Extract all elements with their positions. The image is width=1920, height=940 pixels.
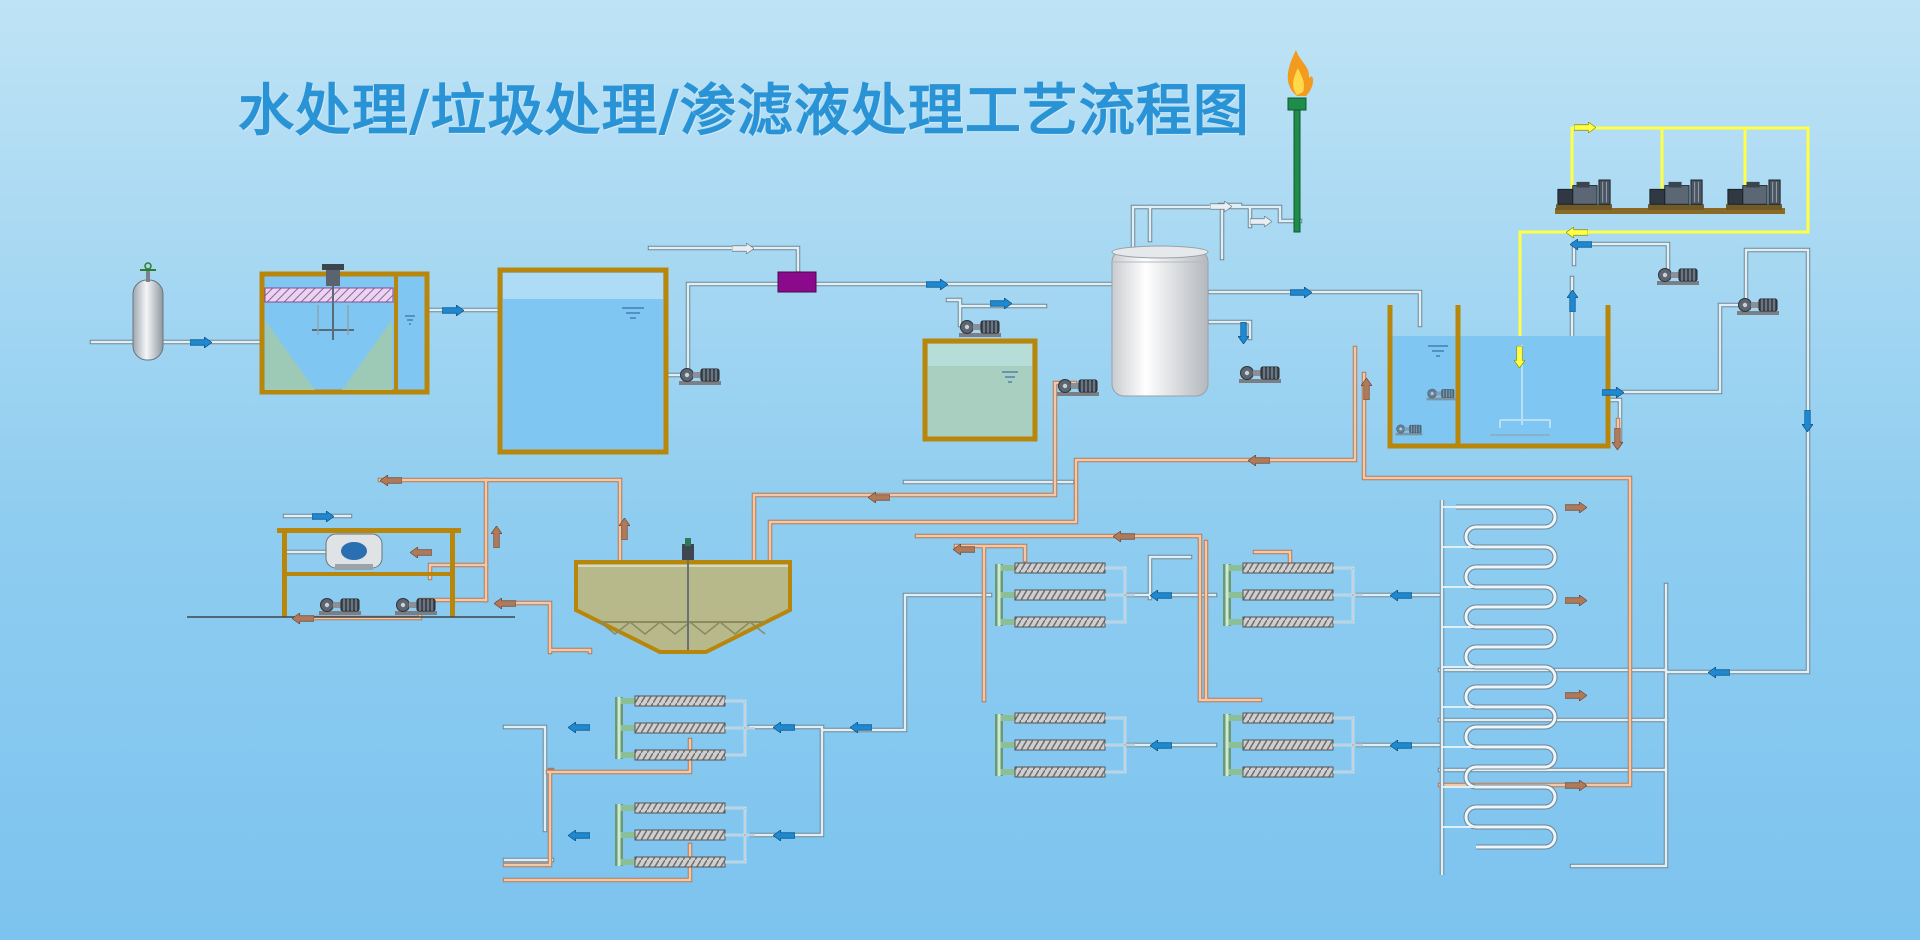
pump-icon xyxy=(1656,268,1700,286)
pump-icon xyxy=(1238,366,1282,384)
primary-tank xyxy=(259,264,430,395)
generator-set xyxy=(1555,179,1785,214)
pump-icon xyxy=(394,598,438,616)
anaerobic-reactor xyxy=(1111,245,1209,397)
membrane-module-icon xyxy=(1227,552,1363,638)
membrane-module-icon xyxy=(999,552,1135,638)
dosing-unit xyxy=(777,271,817,293)
flare-torch-icon xyxy=(1287,50,1314,233)
intermediate-tank xyxy=(922,338,1038,442)
diagram-title: 水处理/垃圾处理/渗滤液处理工艺流程图 xyxy=(238,78,1250,144)
equalization-tank xyxy=(497,267,669,455)
pump-icon xyxy=(1056,379,1100,397)
dewatering-platform xyxy=(187,528,515,618)
pump-icon xyxy=(958,320,1002,338)
mixer-icon xyxy=(312,264,354,340)
pump-icon xyxy=(678,368,722,386)
filter-vessel-icon xyxy=(132,262,164,361)
pump-icon xyxy=(318,598,362,616)
generator-icon xyxy=(1726,179,1782,210)
pump-icon xyxy=(1736,298,1780,316)
membrane-module-icon xyxy=(999,702,1135,788)
membrane-module-icon xyxy=(619,685,755,771)
biological-tank xyxy=(1387,305,1611,449)
generator-icon xyxy=(1556,179,1612,210)
sludge-thickener xyxy=(574,538,792,654)
serpentine-exchanger xyxy=(1439,500,1558,875)
membrane-module-icon xyxy=(619,792,755,878)
membrane-module-icon xyxy=(1227,702,1363,788)
generator-icon xyxy=(1648,179,1704,210)
